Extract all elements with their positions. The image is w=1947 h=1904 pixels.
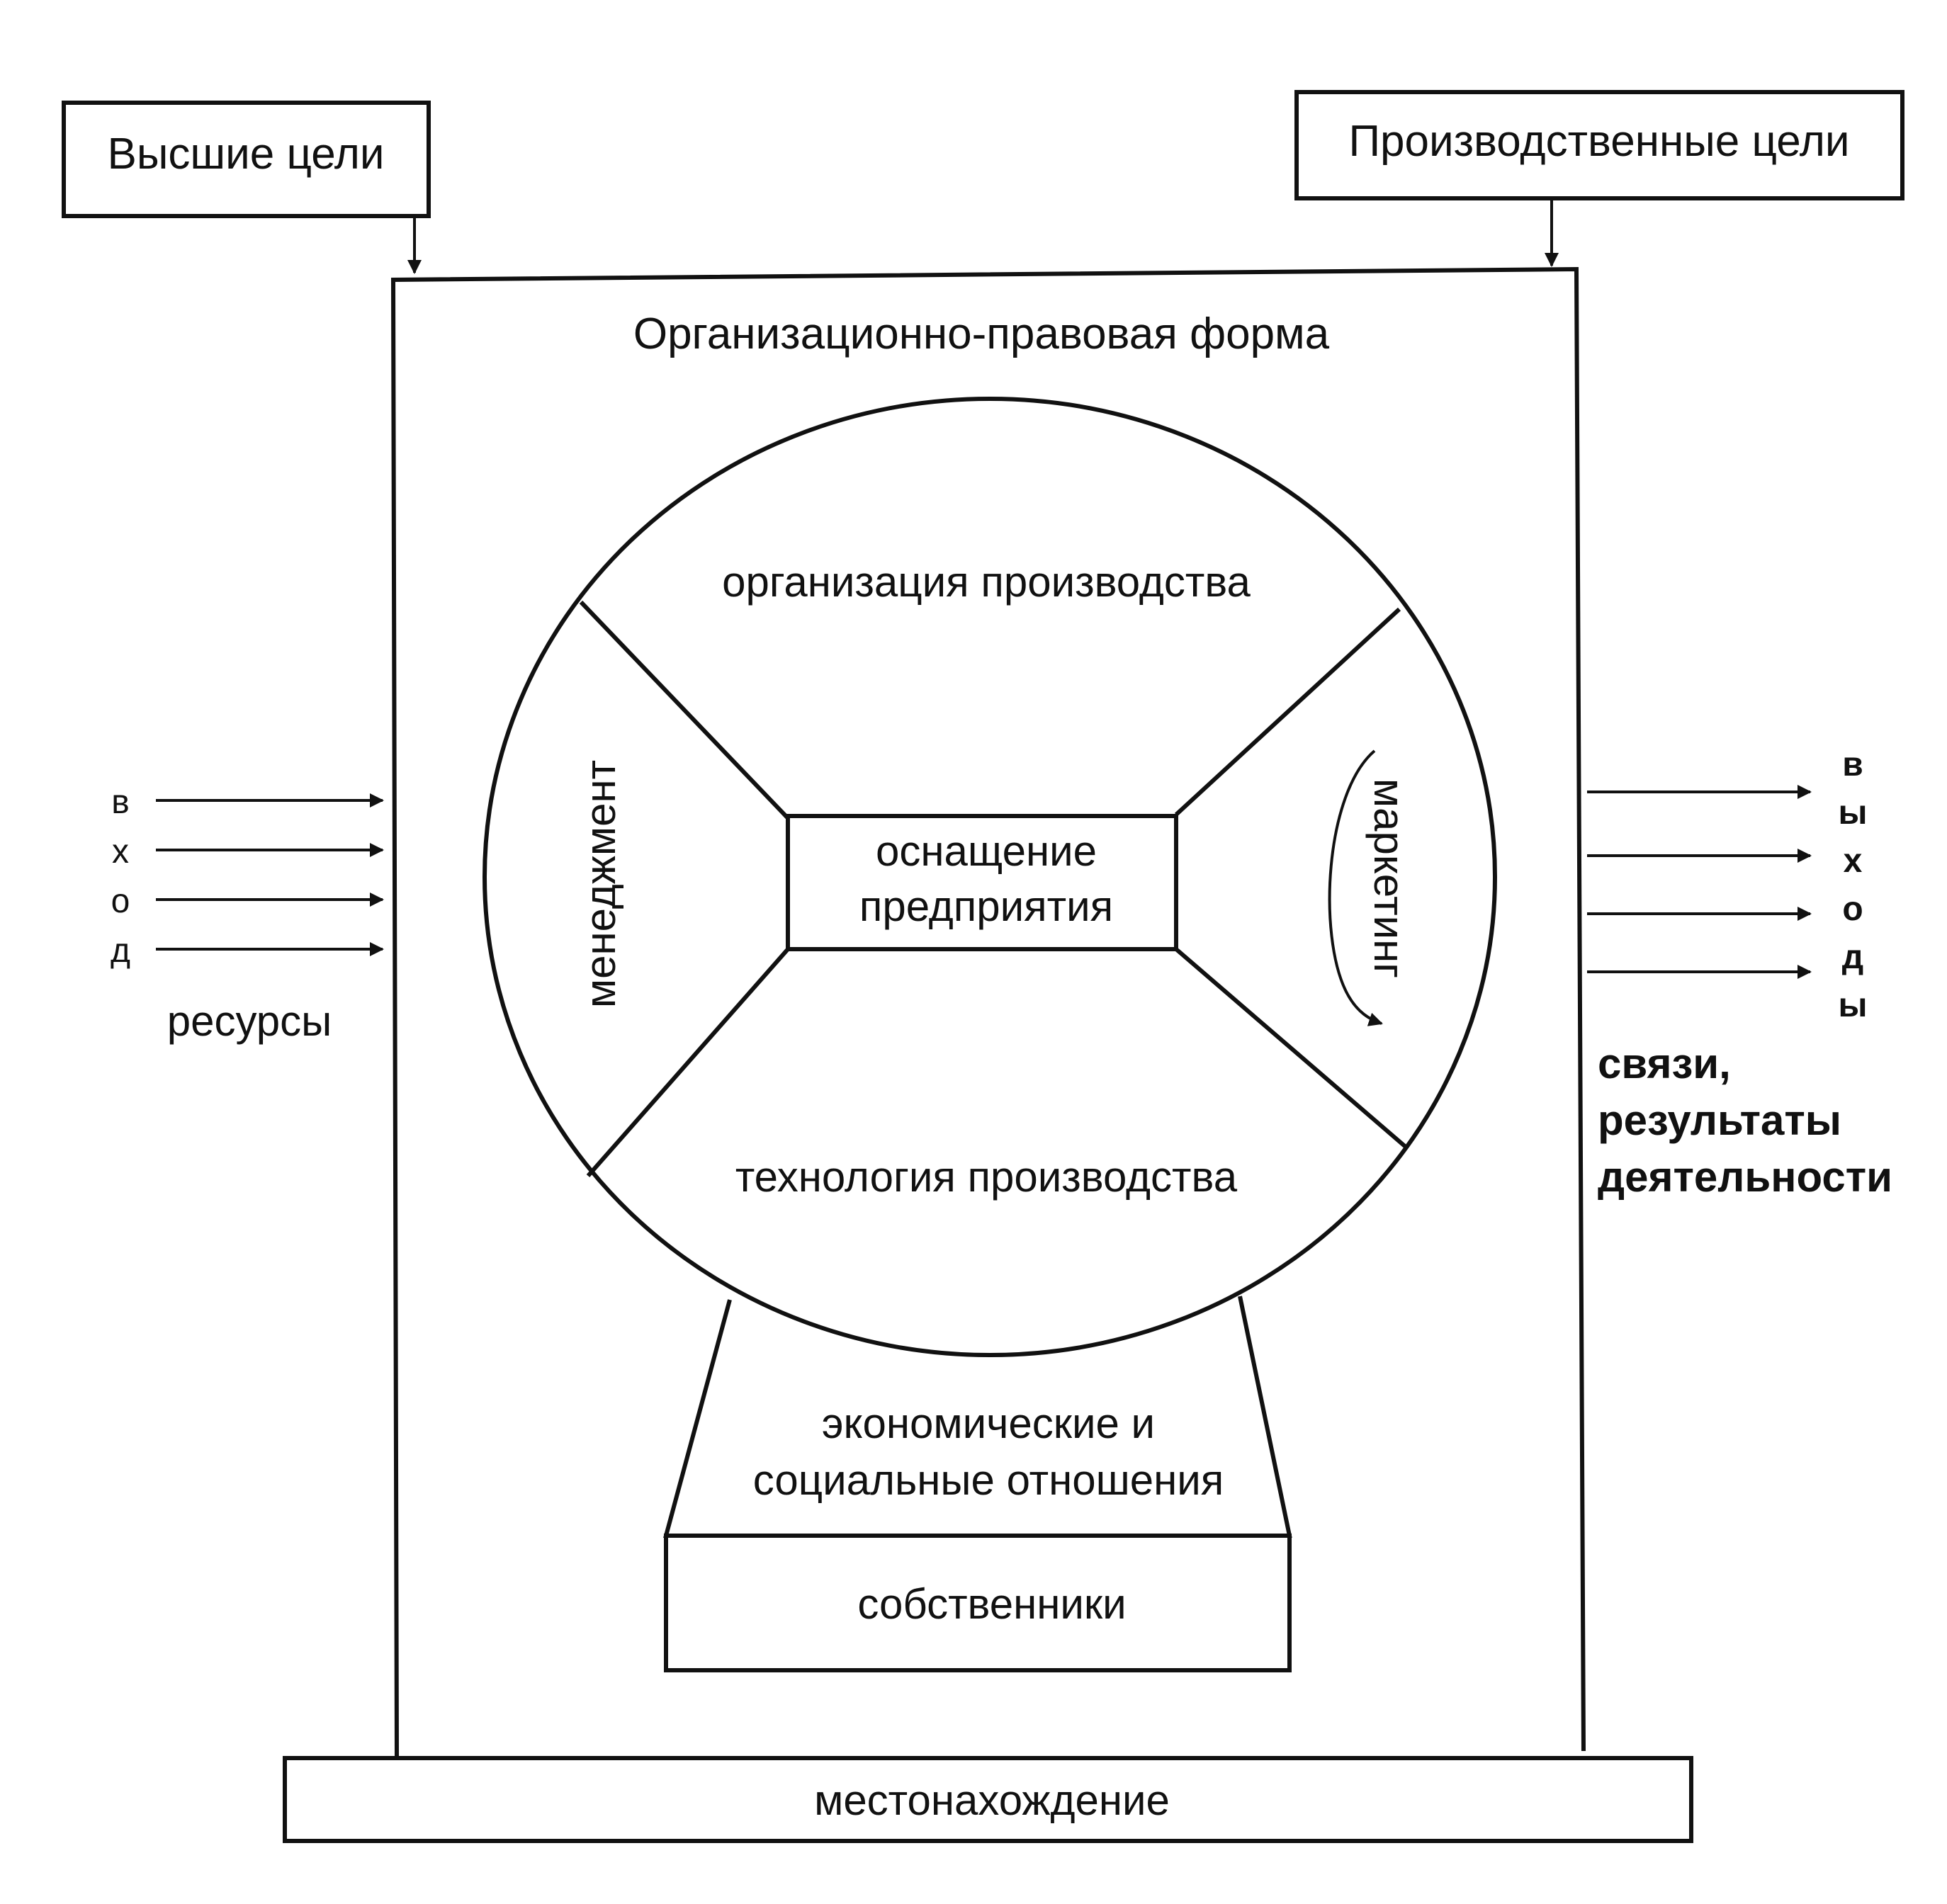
output-caption-line1: связи, <box>1598 1040 1731 1087</box>
org-legal-form-title: Организационно-правовая форма <box>633 310 1330 358</box>
input-letter-1: в <box>111 783 130 821</box>
center-box <box>786 814 1178 951</box>
sector-divider-bottom-right <box>1175 947 1408 1150</box>
output-caption-line3: деятельности <box>1598 1153 1892 1201</box>
input-letter-3: о <box>111 883 130 920</box>
output-letter-6: ы <box>1839 987 1868 1024</box>
sector-divider-top-left <box>579 600 790 820</box>
owners-box: собственники <box>664 1534 1292 1672</box>
top-right-goal-label: Производственные цели <box>1348 117 1849 166</box>
output-letter-5: д <box>1842 939 1863 976</box>
top-left-goal-box: Высшие цели <box>62 101 431 218</box>
sector-top-label: организация производства <box>722 558 1251 606</box>
output-letter-3: х <box>1844 842 1863 880</box>
input-letter-2: х <box>112 833 129 871</box>
sector-divider-bottom-left <box>586 948 790 1177</box>
owners-label: собственники <box>857 1580 1126 1628</box>
input-arrows <box>156 793 384 956</box>
center-label-line2: предприятия <box>859 883 1113 930</box>
sector-right-label: маркетинг <box>1365 778 1413 978</box>
output-arrows <box>1587 785 1812 979</box>
relations-label-line1: экономические и <box>822 1400 1155 1447</box>
output-letter-1: в <box>1842 746 1863 783</box>
relations-label-line2: социальные отношения <box>753 1456 1224 1504</box>
enterprise-circle <box>482 397 1497 1357</box>
input-letter-4: д <box>111 932 130 970</box>
org-legal-form-frame <box>390 266 1586 1759</box>
sector-bottom-label: технология производства <box>735 1153 1238 1201</box>
sector-divider-top-right <box>1174 607 1401 817</box>
output-caption-line2: результаты <box>1598 1096 1841 1144</box>
top-right-goal-box: Производственные цели <box>1294 90 1904 200</box>
input-caption: ресурсы <box>167 997 332 1045</box>
output-letter-4: о <box>1842 890 1863 928</box>
center-label-line1: оснащение <box>876 827 1097 875</box>
top-left-goal-label: Высшие цели <box>107 130 384 178</box>
location-label: местонахождение <box>814 1776 1170 1824</box>
output-letter-2: ы <box>1839 794 1868 832</box>
location-bar: местонахождение <box>283 1756 1693 1843</box>
sector-left-label: менеджмент <box>577 760 624 1008</box>
marketing-cycle-arrow <box>1328 749 1383 1026</box>
